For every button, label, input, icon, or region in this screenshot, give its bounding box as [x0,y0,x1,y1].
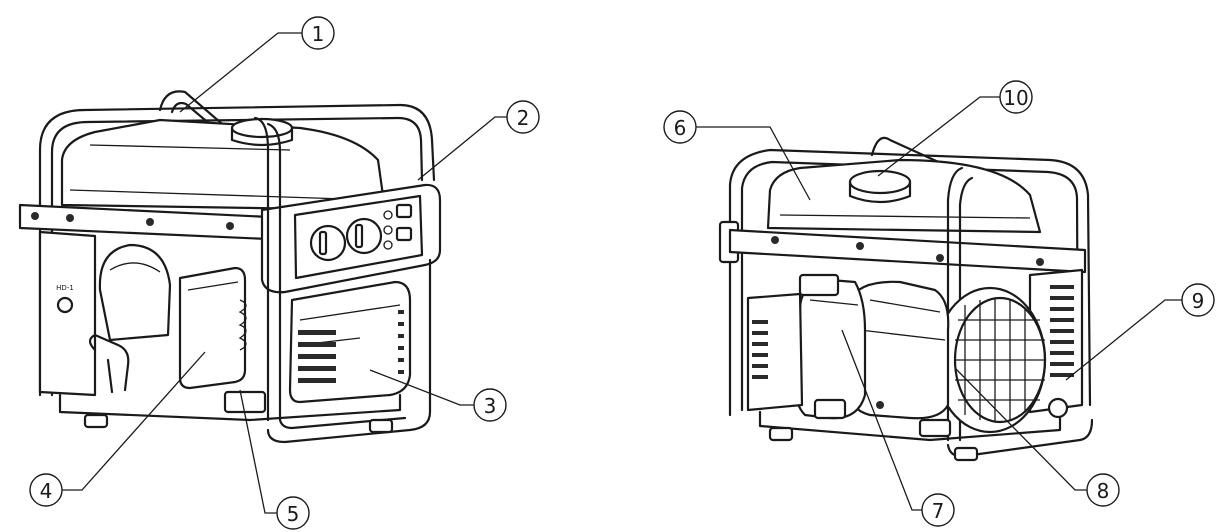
leader-3 [369,369,474,406]
callout-label-6: 6 [674,116,687,140]
rear-cross-bar [728,228,1087,274]
rear-frame-back-tube [728,148,1092,417]
front-top-handle [158,90,322,142]
rear-base [758,410,1062,442]
front-outlet-right [345,217,383,255]
front-frame-front-tube [253,116,270,422]
callout-9: 9 [1181,283,1215,317]
callout-6: 6 [663,110,697,144]
leader-4 [62,351,206,491]
callout-label-4: 4 [40,479,53,503]
callout-10: 10 [999,80,1033,114]
callout-label-8: 8 [1097,479,1110,503]
leader-7 [841,329,922,511]
rear-fan-cover [933,286,1047,434]
front-air-filter [178,266,247,390]
rear-drain-plug [1047,397,1069,419]
front-exhaust-pipe [88,333,130,392]
callout-2: 2 [506,100,540,134]
callout-label-2: 2 [517,106,530,130]
rear-top-handle [870,136,947,167]
leader-1 [179,32,302,113]
callout-5: 5 [276,496,310,530]
generator-front-view: HD-1 [18,90,442,444]
rear-left-slots [752,320,768,379]
front-alternator-cover [288,280,412,404]
callout-label-1: 1 [312,22,325,46]
leader-6 [696,126,811,201]
leader-lines [62,32,1182,514]
callout-label-3: 3 [484,394,497,418]
front-side-panel [38,230,97,397]
callout-7: 7 [921,493,955,527]
callouts: 1 2 3 4 5 6 7 8 [29,16,1215,530]
leader-9 [1065,299,1182,381]
rear-left-housing [746,292,804,412]
leader-10 [877,96,1000,177]
front-panel-label: HD-1 [56,284,74,292]
leader-5 [239,389,277,514]
callout-label-10: 10 [1003,86,1028,110]
front-recoil-starter [98,243,172,342]
leader-2 [417,116,507,181]
front-base [58,393,402,422]
front-outlet-left [309,224,347,262]
callout-4: 4 [29,473,63,507]
front-cooling-slots [298,310,404,383]
rear-cylinder [793,278,867,420]
rear-engine-body [846,280,950,420]
generator-rear-view [718,136,1094,462]
front-frame-back-tube [38,103,436,397]
callout-3: 3 [473,388,507,422]
front-fuel-tank [60,118,387,212]
leader-8 [954,367,1087,491]
rear-carburetor [798,273,840,297]
rear-cooling-slots [1050,285,1074,377]
rear-frame-front-tube [946,166,964,442]
callout-1: 1 [301,16,335,50]
callout-label-5: 5 [287,502,300,526]
callout-8: 8 [1086,473,1120,507]
callout-label-7: 7 [932,499,945,523]
callout-label-9: 9 [1192,289,1205,313]
